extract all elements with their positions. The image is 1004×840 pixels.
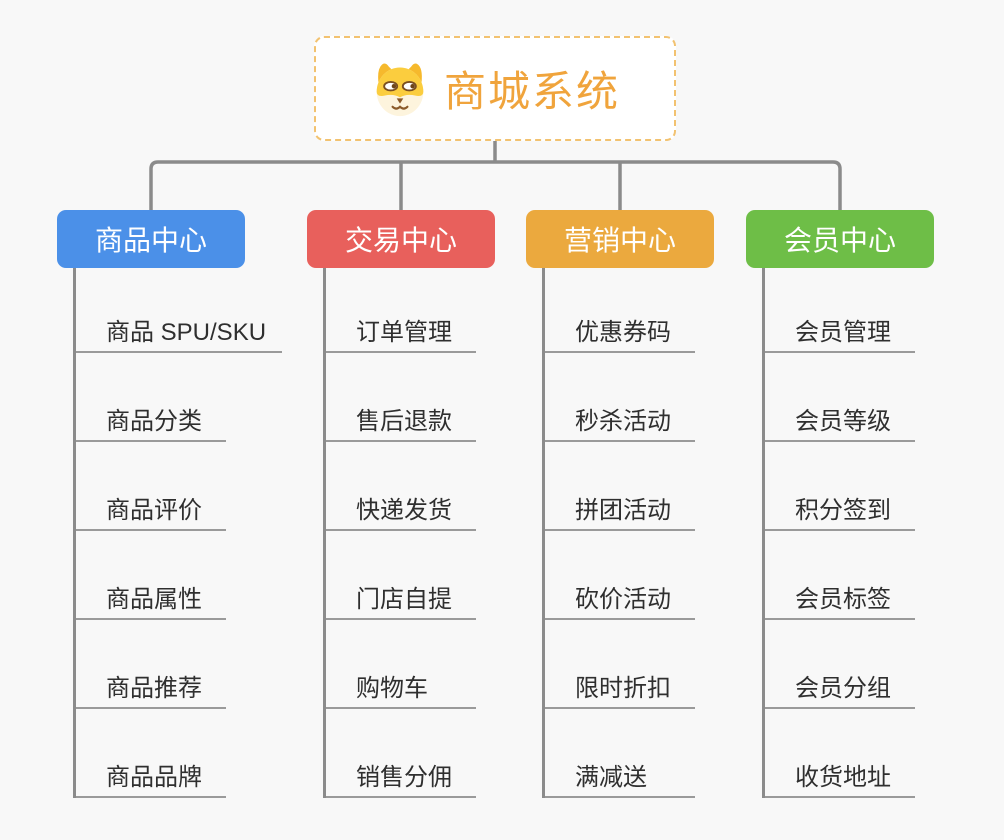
branch-trade-center: 交易中心 订单管理 售后退款 快递发货 门店自提 购物车 销售分佣 <box>307 210 495 798</box>
branch-items-product-center: 商品 SPU/SKU 商品分类 商品评价 商品属性 商品推荐 商品品牌 <box>73 268 283 798</box>
leaf-node[interactable]: 会员管理 <box>765 268 915 353</box>
branch-header-member-center[interactable]: 会员中心 <box>746 210 934 268</box>
branch-member-center: 会员中心 会员管理 会员等级 积分签到 会员标签 会员分组 收货地址 <box>746 210 934 798</box>
root-node[interactable]: 商城系统 <box>314 36 676 141</box>
branch-items-trade-center: 订单管理 售后退款 快递发货 门店自提 购物车 销售分佣 <box>323 268 476 798</box>
leaf-node[interactable]: 收货地址 <box>765 709 915 798</box>
branch-items-member-center: 会员管理 会员等级 积分签到 会员标签 会员分组 收货地址 <box>762 268 915 798</box>
leaf-node[interactable]: 秒杀活动 <box>545 353 695 442</box>
branch-product-center: 商品中心 商品 SPU/SKU 商品分类 商品评价 商品属性 商品推荐 商品品牌 <box>57 210 283 798</box>
leaf-node[interactable]: 积分签到 <box>765 442 915 531</box>
leaf-node[interactable]: 门店自提 <box>326 531 476 620</box>
leaf-node[interactable]: 优惠券码 <box>545 268 695 353</box>
leaf-node[interactable]: 会员等级 <box>765 353 915 442</box>
leaf-node[interactable]: 商品 SPU/SKU <box>76 268 283 353</box>
branch-marketing-center: 营销中心 优惠券码 秒杀活动 拼团活动 砍价活动 限时折扣 满减送 <box>526 210 714 798</box>
leaf-node[interactable]: 商品推荐 <box>76 620 226 709</box>
leaf-node[interactable]: 快递发货 <box>326 442 476 531</box>
leaf-node[interactable]: 拼团活动 <box>545 442 695 531</box>
leaf-node[interactable]: 限时折扣 <box>545 620 695 709</box>
leaf-node[interactable]: 会员分组 <box>765 620 915 709</box>
leaf-node[interactable]: 购物车 <box>326 620 476 709</box>
leaf-node[interactable]: 满减送 <box>545 709 695 798</box>
leaf-node[interactable]: 会员标签 <box>765 531 915 620</box>
branch-header-marketing-center[interactable]: 营销中心 <box>526 210 714 268</box>
leaf-node[interactable]: 售后退款 <box>326 353 476 442</box>
branch-header-product-center[interactable]: 商品中心 <box>57 210 245 268</box>
leaf-node[interactable]: 商品属性 <box>76 531 226 620</box>
leaf-node[interactable]: 订单管理 <box>326 268 476 353</box>
branch-header-trade-center[interactable]: 交易中心 <box>307 210 495 268</box>
leaf-node[interactable]: 销售分佣 <box>326 709 476 798</box>
branch-items-marketing-center: 优惠券码 秒杀活动 拼团活动 砍价活动 限时折扣 满减送 <box>542 268 695 798</box>
leaf-node[interactable]: 商品品牌 <box>76 709 226 798</box>
leaf-node[interactable]: 商品分类 <box>76 353 226 442</box>
leaf-node[interactable]: 砍价活动 <box>545 531 695 620</box>
leaf-node[interactable]: 商品评价 <box>76 442 226 531</box>
dog-face-icon <box>376 62 424 116</box>
root-title: 商城系统 <box>443 68 620 115</box>
